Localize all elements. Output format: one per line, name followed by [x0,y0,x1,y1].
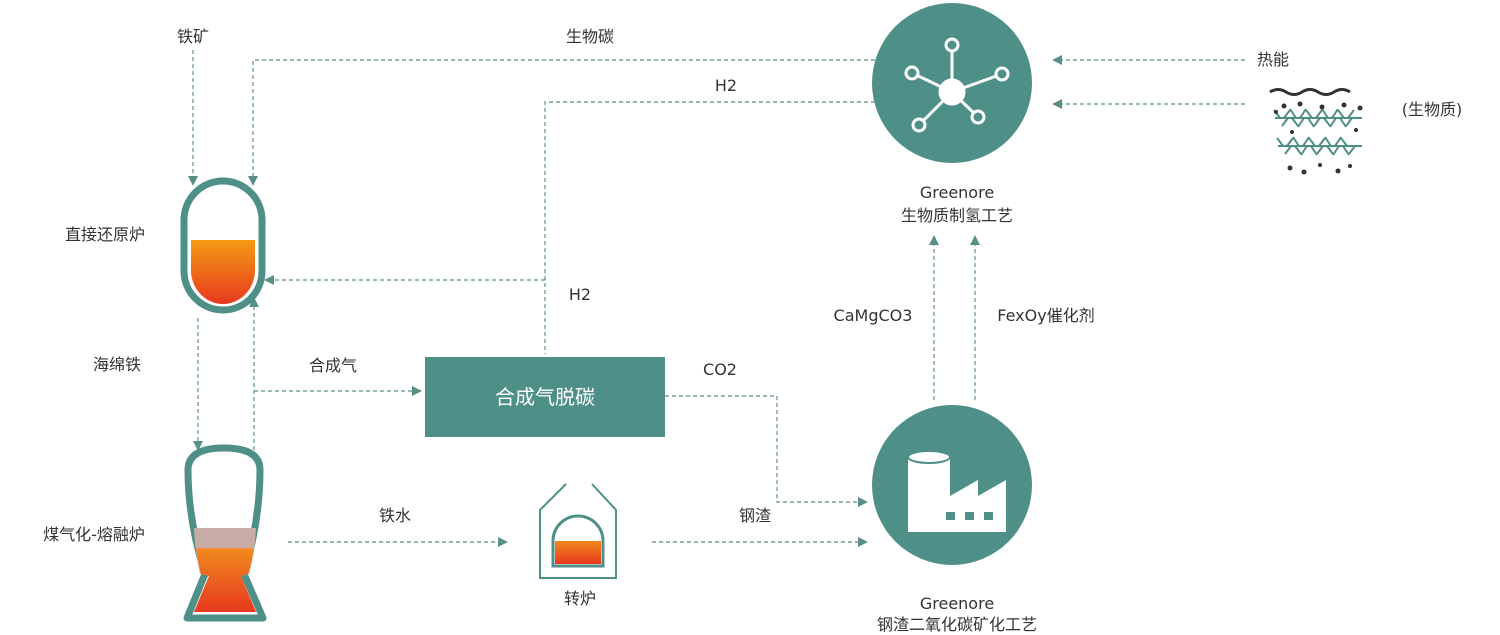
label-hot-metal: 铁水 [379,506,411,525]
label-biomass: (生物质) [1402,100,1463,119]
label-h2-top: H2 [715,76,737,95]
label-sponge-iron: 海绵铁 [93,355,141,374]
melter-gasifier-furnace [183,444,267,622]
label-camgco3: CaMgCO3 [834,306,913,325]
label-converter: 转炉 [564,589,596,608]
arrow-head [929,235,939,245]
label-melter-gasifier: 煤气化-熔融炉 [43,525,145,544]
arrow-head [188,176,198,186]
label-green-h2-line2: 生物质制氢工艺 [901,206,1013,225]
arrow-head [858,497,868,507]
arrow-head [249,297,259,307]
arrow-head [1052,99,1062,109]
factory-icon [907,450,1006,532]
label-iron-ore: 铁矿 [177,27,209,46]
direct-reduction-furnace [180,177,266,314]
arrow-head [1052,55,1062,65]
flow-lines [188,50,1245,547]
label-biocarbon: 生物碳 [566,27,614,46]
seaweed-icon [1269,88,1363,175]
hydrogen-process-node [872,3,1032,163]
label-fexoy: FexOy催化剂 [997,306,1094,325]
flow-h2 [544,101,875,354]
label-green-co2-line1: Greenore [920,594,994,613]
syngas-decarb-box [425,357,665,437]
arrow-head [412,386,422,396]
converter-furnace [539,483,617,579]
arrow-head [970,235,980,245]
flow-biocarbon [252,59,875,178]
label-syngas-decarb: 合成气脱碳 [495,385,595,409]
arrow-head [264,275,274,285]
label-co2: CO2 [703,360,737,379]
mineralization-process-node [872,405,1032,565]
arrow-head [193,441,203,451]
label-heat: 热能 [1257,50,1289,69]
arrow-head [858,537,868,547]
arrow-head [248,176,258,186]
label-steel-slag: 钢渣 [739,506,771,525]
label-green-co2-line2: 钢渣二氧化碳矿化工艺 [877,615,1037,634]
label-h2-mid: H2 [569,285,591,304]
molecule-icon [904,37,1010,133]
labels: 铁矿 生物碳 H2 热能 (生物质) 直接还原炉 H2 海绵铁 合成气 合成气脱… [43,27,1462,634]
flow-co2 [665,395,858,503]
label-direct-reduction: 直接还原炉 [65,225,145,244]
arrow-head [498,537,508,547]
label-green-h2-line1: Greenore [920,183,994,202]
label-syngas: 合成气 [309,356,357,375]
